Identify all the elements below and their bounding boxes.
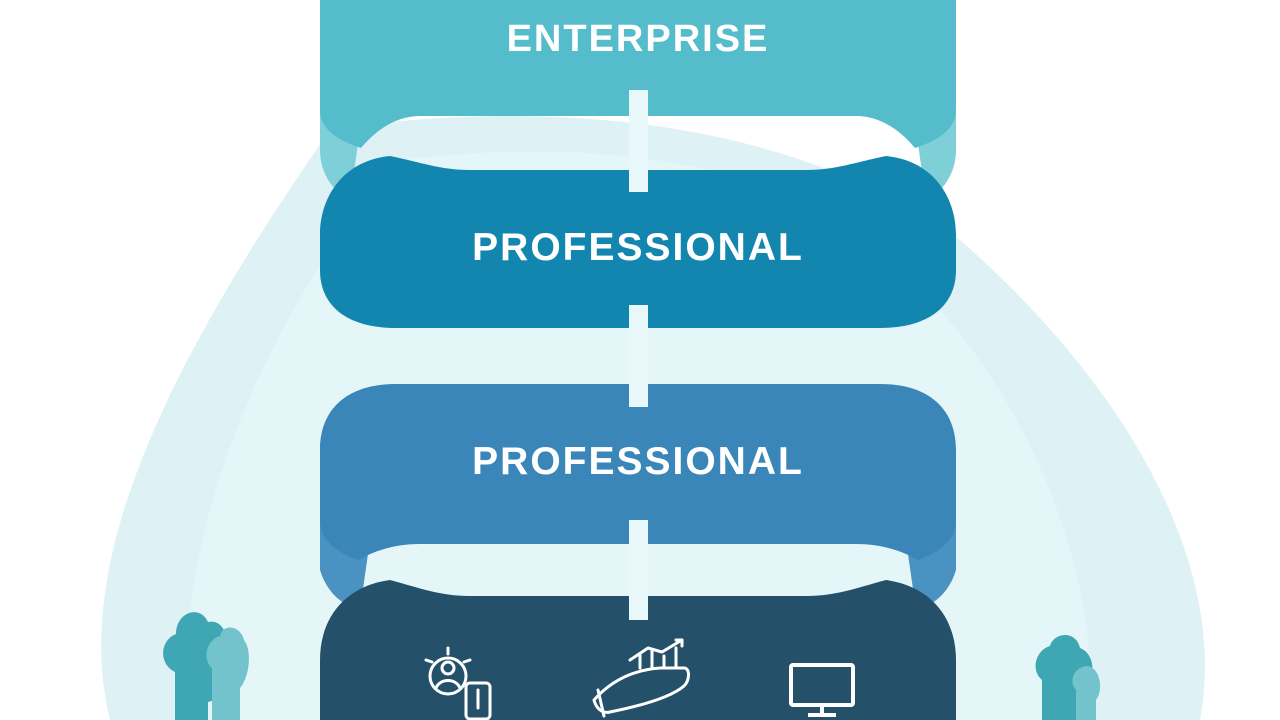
tree-left (163, 612, 249, 720)
connector-2 (629, 305, 648, 407)
settings-user-phone-icon (424, 646, 492, 720)
connector-3 (629, 520, 648, 620)
tier-label-professional-1: PROFESSIONAL (472, 226, 804, 269)
growth-chart-hand-icon (592, 638, 690, 718)
tier-3-band (320, 384, 956, 560)
tier-2-band (320, 156, 956, 328)
tree-right (1035, 635, 1101, 720)
monitor-icon (789, 663, 855, 717)
connector-1 (629, 90, 648, 192)
tier-1-band (320, 0, 956, 148)
tier-label-enterprise: ENTERPRISE (506, 18, 770, 60)
tier-4-band (320, 580, 956, 720)
tier-label-professional-2: PROFESSIONAL (472, 440, 804, 483)
